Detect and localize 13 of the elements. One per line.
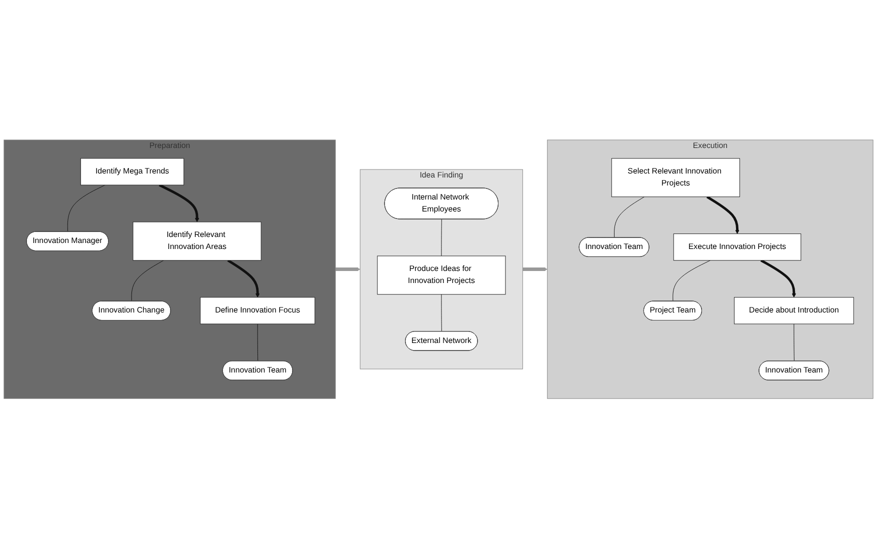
arrow [760,259,796,298]
connector [614,196,645,238]
arrow [706,196,740,234]
connector [441,218,442,256]
connector [67,184,106,232]
connector [257,323,258,362]
arrow [227,259,260,298]
arrow [158,184,200,222]
connector [672,260,710,302]
connector [131,260,164,302]
arrow [522,266,548,272]
arrow [336,266,360,272]
connector [441,294,442,332]
